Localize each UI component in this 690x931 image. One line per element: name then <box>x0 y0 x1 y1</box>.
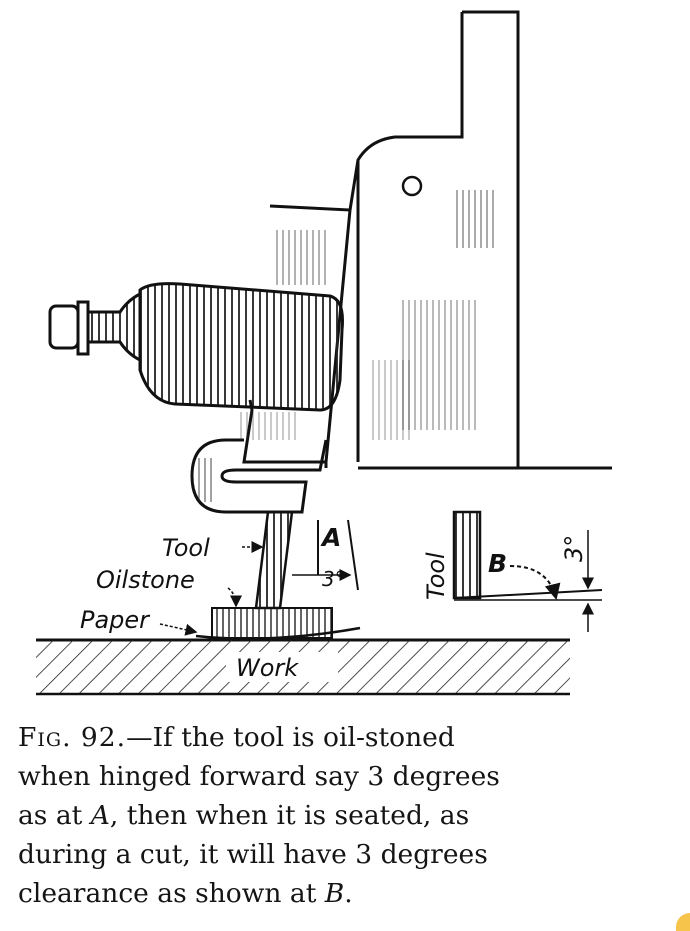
oilstone <box>211 607 333 639</box>
corner-mark <box>676 913 690 931</box>
tool-a <box>254 510 294 610</box>
label-oilstone: Oilstone <box>96 566 195 594</box>
tool-holder-diagram: Tool Oilstone Paper Work A 3° Tool B 3° <box>36 10 612 696</box>
figure-caption: Fig. 92.—If the tool is oil-stoned when … <box>18 718 658 913</box>
label-a: A <box>320 523 341 552</box>
caption-line-2: when hinged forward say 3 degrees <box>18 761 500 792</box>
caption-line-5-b: B <box>324 878 345 909</box>
work-piece <box>36 638 570 696</box>
caption-fig-number: Fig. 92. <box>18 722 127 753</box>
tool-post <box>190 412 328 514</box>
caption-line-1: —If the tool is oil-stoned <box>126 722 455 753</box>
label-angle-b: 3° <box>560 535 588 562</box>
paper <box>195 626 361 640</box>
label-b: B <box>488 549 507 578</box>
leader-lines <box>159 541 264 636</box>
caption-line-4: during a cut, it will have 3 degrees <box>18 839 488 870</box>
clamp-bolt <box>48 282 344 412</box>
tool-b <box>452 510 603 632</box>
caption-line-3-pre: as at <box>18 800 91 831</box>
caption-line-3-a: A <box>90 800 110 831</box>
label-angle-a: 3° <box>322 567 345 591</box>
label-paper: Paper <box>80 606 151 634</box>
caption-line-5-pre: clearance as shown at <box>18 878 325 909</box>
pivot-hole <box>401 175 423 197</box>
label-tool-b: Tool <box>422 552 450 600</box>
label-tool-a: Tool <box>162 534 210 562</box>
caption-line-3-post: , then when it is seated, as <box>109 800 470 831</box>
angle-a-marks <box>292 519 359 591</box>
clapper-box <box>356 10 612 470</box>
label-work: Work <box>236 654 299 682</box>
caption-line-5-post: . <box>344 878 353 909</box>
